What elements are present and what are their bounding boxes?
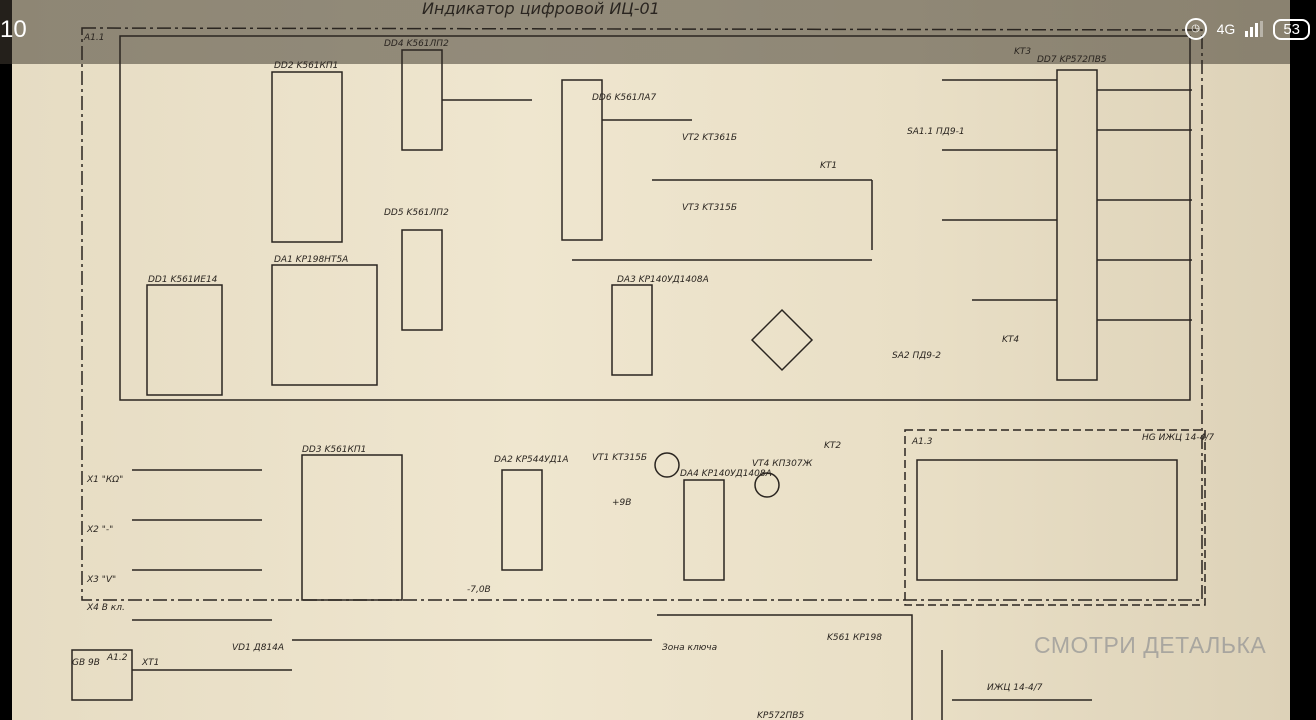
label-dd6: DD6 K561ЛА7: [592, 93, 656, 103]
label-plus9: +9В: [612, 498, 631, 508]
label-x3: X3 "V": [86, 575, 116, 585]
label-dd2: DD2 K561КП1: [274, 61, 338, 71]
label-dd3: DD3 K561КП1: [302, 445, 366, 455]
label-kt2: KT2: [824, 441, 841, 451]
watermark: СМОТРИ ДЕТАЛЬКА: [1034, 632, 1267, 658]
label-x1: X1 "КΩ": [86, 475, 123, 485]
label-kt1: KT1: [820, 161, 837, 171]
label-k561: K561 КР198: [827, 633, 882, 643]
clock: 10: [0, 16, 27, 43]
label-da3: DA3 KP140УД1408A: [617, 275, 709, 285]
label-da1: DA1 KP198НТ5А: [274, 255, 348, 265]
label-dd4: DD4 K561ЛП2: [384, 39, 449, 49]
label-vt4: VT4 КП307Ж: [752, 459, 813, 469]
network-type: 4G: [1216, 21, 1236, 37]
label-sa2: SA2 ПД9-2: [892, 351, 941, 361]
label-xt1: XT1: [141, 658, 159, 668]
label-gb: GB 9В: [72, 658, 100, 668]
schematic-diagram: Индикатор цифровой ИЦ-01 A1.1 DD2 K561КП…: [71, 0, 1214, 720]
screen-edge: [1290, 64, 1316, 720]
schematic-title: Индикатор цифровой ИЦ-01: [422, 0, 660, 18]
label-lower: KP572ПВ5: [757, 711, 804, 720]
label-minus7: -7,0В: [467, 585, 491, 595]
battery-level: 53: [1273, 18, 1310, 40]
label-da2: DA2 KP544УД1А: [494, 455, 569, 465]
label-x2: X2 "-": [86, 525, 113, 535]
label-kt3: KT3: [1014, 47, 1031, 57]
label-x4: X4 В кл.: [86, 603, 125, 613]
label-a12: A1.2: [106, 653, 128, 663]
label-kt4: KT4: [1002, 335, 1019, 345]
label-hg2: ИЖЦ 14-4/7: [987, 683, 1043, 693]
label-dd1: DD1 K561ИЕ14: [148, 275, 218, 285]
signal-icon: [1245, 21, 1264, 37]
label-hg: HG ИЖЦ 14-4/7: [1142, 433, 1214, 443]
label-dd7: DD7 KP572ПВ5: [1037, 55, 1107, 65]
label-vt1: VT1 KT315Б: [592, 453, 647, 463]
label-a11: A1.1: [83, 33, 104, 43]
label-dd5: DD5 K561ЛП2: [384, 208, 449, 218]
status-icons: ◷ 4G 53: [1184, 18, 1310, 40]
label-da4: DA4 KP140УД1408A: [680, 469, 772, 479]
label-sa1: SA1.1 ПД9-1: [907, 127, 965, 137]
label-vd1: VD1 Д814А: [232, 643, 284, 653]
schematic-photo: Индикатор цифровой ИЦ-01 A1.1 DD2 K561КП…: [12, 0, 1290, 720]
label-vt3: VT3 KT315Б: [682, 203, 737, 213]
screen-edge-left: [0, 0, 12, 64]
alarm-icon: ◷: [1184, 18, 1207, 40]
label-vt2: VT2 KT361Б: [682, 133, 737, 143]
label-a13: A1.3: [911, 437, 933, 447]
label-key: Зона ключа: [662, 643, 717, 653]
